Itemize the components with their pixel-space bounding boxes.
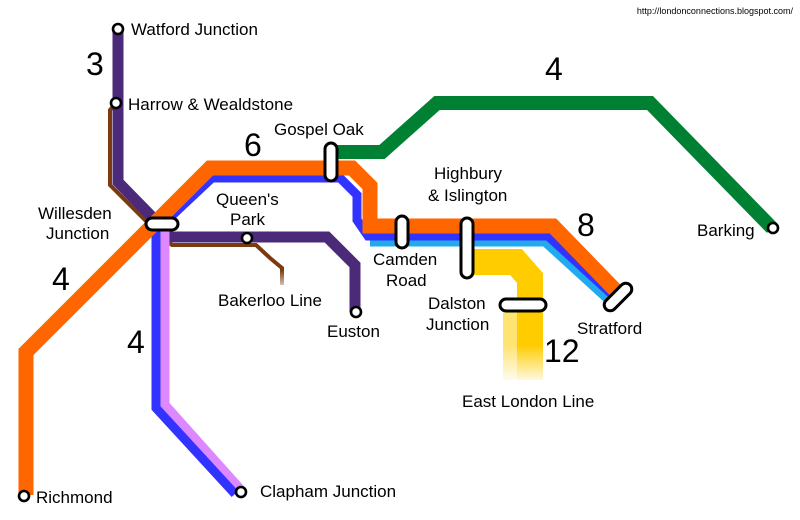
station-label-camden-road-1: Camden: [373, 250, 437, 269]
euston-stop: [349, 305, 363, 319]
station-label-highbury-2: & Islington: [428, 186, 507, 205]
frequency-north-london: 6: [244, 127, 262, 163]
station-label-willesden-junction-2: Junction: [46, 224, 109, 243]
line-label-bakerloo: Bakerloo Line: [218, 291, 322, 310]
east-london-fade: [495, 345, 550, 385]
credit-text: http://londonconnections.blogspot.com/: [637, 6, 794, 16]
harrow-wealdstone-stop: [109, 96, 123, 110]
west-london-southern-route: [158, 225, 245, 494]
frequency-gospel-oak-barking: 4: [545, 51, 563, 87]
barking-stop: [766, 221, 780, 235]
richmond-stop: [17, 489, 31, 503]
willesden-junction-interchange: [144, 216, 180, 232]
clapham-junction-stop: [234, 485, 248, 499]
station-label-camden-road-2: Road: [386, 271, 427, 290]
station-label-highbury-1: Highbury: [434, 164, 503, 183]
frequency-watford: 3: [86, 46, 104, 82]
station-label-clapham-junction: Clapham Junction: [260, 482, 396, 501]
camden-road-interchange: [394, 214, 410, 250]
station-label-watford-junction: Watford Junction: [131, 20, 258, 39]
north-london-cyan-route: [370, 237, 616, 307]
station-label-harrow-wealdstone: Harrow & Wealdstone: [128, 95, 293, 114]
station-label-richmond: Richmond: [36, 488, 113, 507]
bakerloo-route: [108, 101, 284, 285]
north-london-route: [18, 160, 626, 495]
station-label-willesden-junction-1: Willesden: [38, 204, 112, 223]
station-label-stratford: Stratford: [577, 319, 642, 338]
station-label-dalston-1: Dalston: [428, 294, 486, 313]
gospel-oak-interchange: [323, 141, 339, 183]
east-london-route: [468, 249, 543, 380]
station-label-queens-park-2: Park: [230, 210, 265, 229]
frequency-clapham: 4: [127, 324, 145, 360]
station-label-queens-park-1: Queen's: [216, 190, 279, 209]
queens-park-stop: [240, 231, 254, 245]
highbury-islington-interchange: [459, 216, 475, 280]
west-london-route: [151, 225, 239, 498]
frequency-richmond: 4: [52, 261, 70, 297]
station-label-barking: Barking: [697, 221, 755, 240]
stratford-interchange: [602, 281, 634, 313]
frequency-stratford-branch: 8: [577, 207, 595, 243]
station-label-gospel-oak: Gospel Oak: [274, 120, 364, 139]
north-london-blue-route: [158, 173, 620, 302]
station-label-euston: Euston: [327, 322, 380, 341]
frequency-east-london: 12: [544, 333, 580, 369]
station-label-dalston-2: Junction: [426, 315, 489, 334]
line-label-east-london: East London Line: [462, 392, 594, 411]
watford-junction-stop: [111, 22, 125, 36]
gospel-oak-barking-route: [332, 96, 778, 233]
dalston-junction-interchange: [498, 297, 548, 313]
bakerloo-fade: [274, 270, 290, 292]
